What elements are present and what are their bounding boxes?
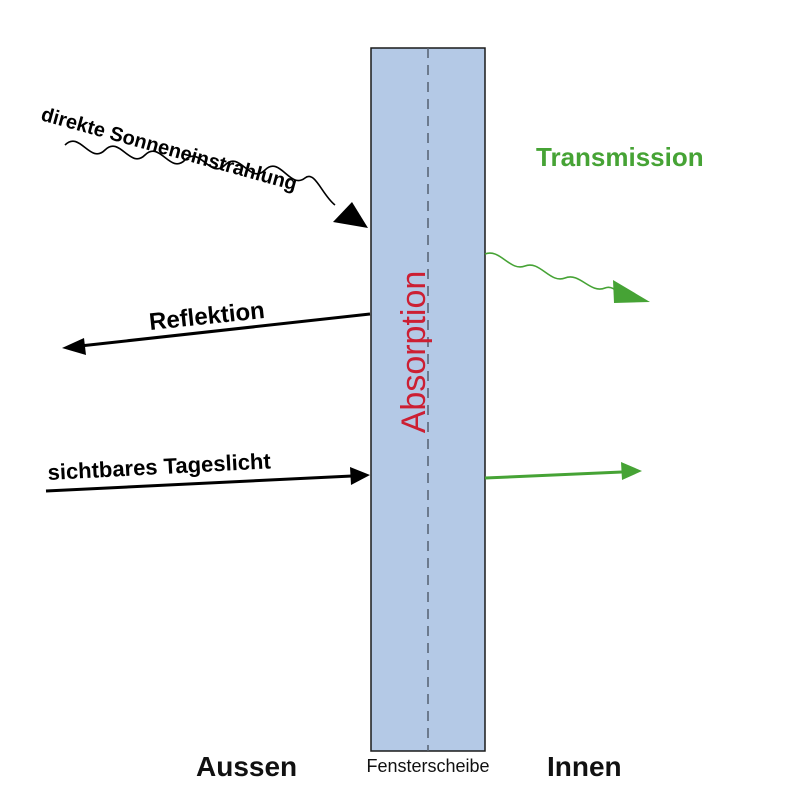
reflection-label: Reflektion xyxy=(148,297,266,336)
reflection-arrowhead xyxy=(62,338,86,355)
transmission-wavy-arrowhead xyxy=(613,280,650,303)
transmission-label: Transmission xyxy=(536,142,704,172)
daylight-label: sichtbares Tageslicht xyxy=(47,448,272,485)
transmission-wavy-arrow xyxy=(484,252,629,301)
transmitted-daylight-arrow xyxy=(484,470,623,480)
reflection-arrow xyxy=(79,312,371,348)
absorption-label: Absorption xyxy=(395,271,433,434)
transmitted-daylight-arrowhead xyxy=(621,462,642,480)
daylight-arrowhead xyxy=(350,467,370,485)
direct-sun-arrowhead xyxy=(333,202,368,228)
outside-label: Aussen xyxy=(196,751,297,782)
direct-sun-label: direkte Sonneneinstrahlung xyxy=(39,104,300,196)
daylight-arrow xyxy=(45,474,353,493)
inside-label: Innen xyxy=(547,751,622,782)
direct-sun-wavy-arrow xyxy=(64,140,336,206)
pane-label: Fensterscheibe xyxy=(366,756,489,776)
